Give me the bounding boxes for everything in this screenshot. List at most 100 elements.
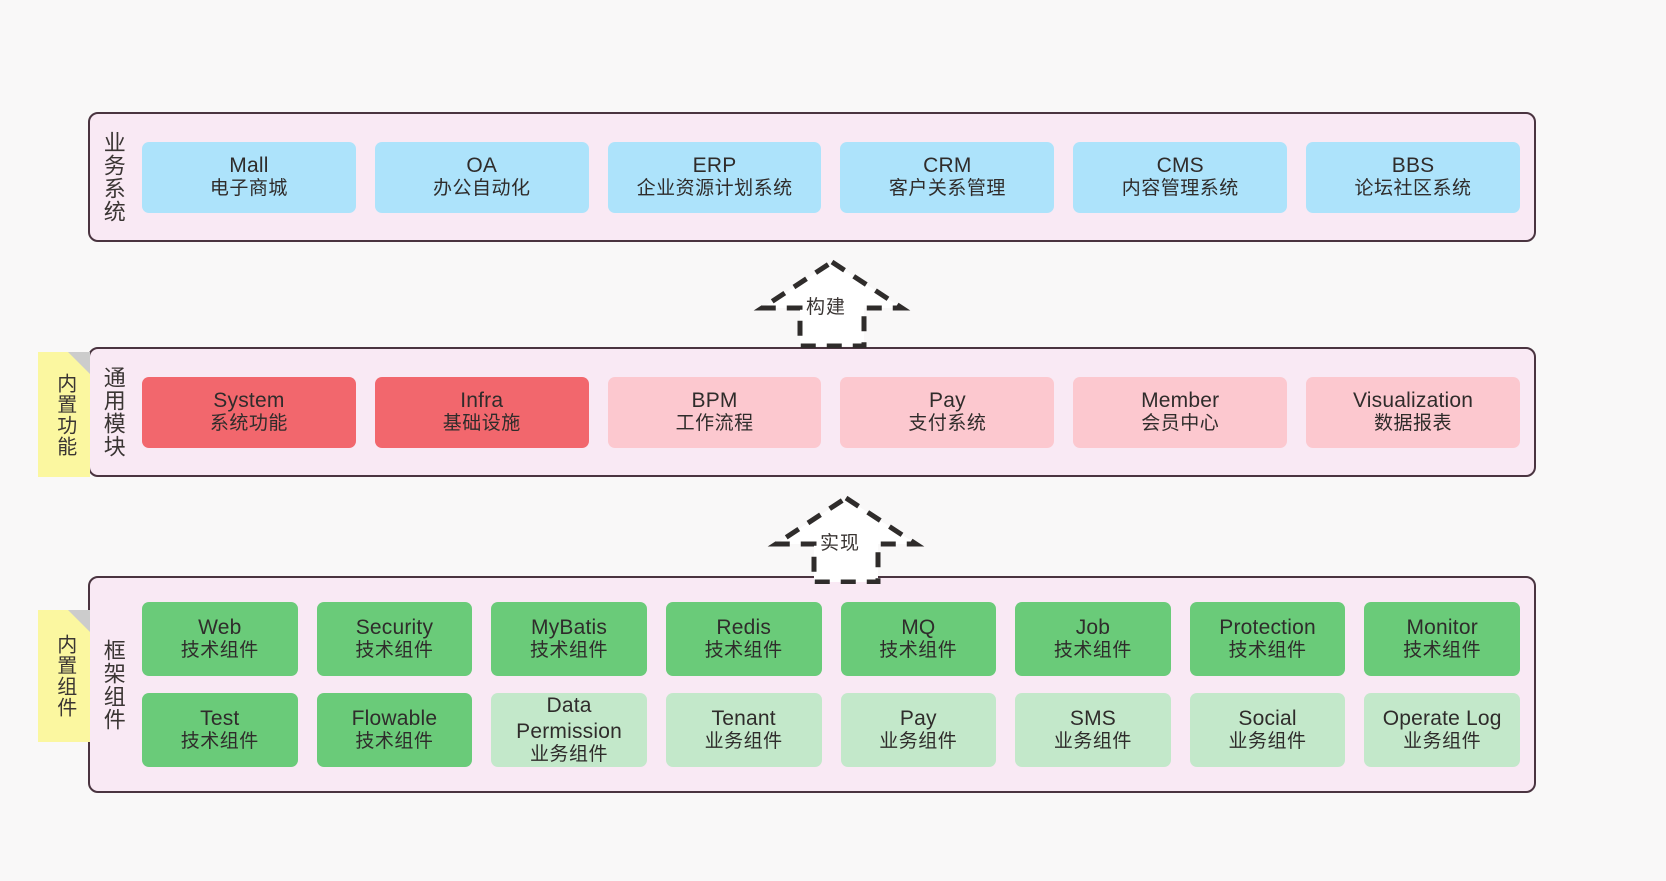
box-title-cn: 支付系统 xyxy=(908,413,987,435)
box-title-cn: 技术组件 xyxy=(879,640,958,662)
box-title-cn: 业务组件 xyxy=(879,731,958,753)
box-title-en: SMS xyxy=(1069,707,1116,730)
build-arrow: 构建 xyxy=(752,256,912,349)
box-title-cn: 技术组件 xyxy=(1403,640,1482,662)
page-fold-icon xyxy=(68,610,90,632)
box-title-cn: 业务组件 xyxy=(1403,731,1482,753)
box-title-en: Data Permission xyxy=(516,694,622,743)
box-title-cn: 技术组件 xyxy=(180,640,259,662)
box-title-cn: 业务组件 xyxy=(1228,731,1307,753)
box-title-cn: 会员中心 xyxy=(1141,413,1220,435)
builtin-function-sticky-label: 内置功能 xyxy=(53,372,76,457)
box-title-cn: 电子商城 xyxy=(209,178,288,200)
box-title-en: Operate Log xyxy=(1382,707,1502,730)
box-title-cn: 论坛社区系统 xyxy=(1354,178,1472,200)
box-title-cn: 数据报表 xyxy=(1374,413,1453,435)
box-title-en: Pay xyxy=(929,389,966,412)
box-title-cn: 技术组件 xyxy=(355,731,434,753)
implement-arrow: 实现 xyxy=(766,492,926,585)
common-module-layer-title: 通用模块 xyxy=(100,366,126,458)
box-title-cn: 技术组件 xyxy=(704,640,783,662)
box-title-cn: 业务组件 xyxy=(704,731,783,753)
builtin-function-sticky-note: 内置功能 xyxy=(38,352,90,477)
box-title-en: Flowable xyxy=(351,707,438,730)
box-title-en: Infra xyxy=(460,389,504,412)
box-title-cn: 业务组件 xyxy=(1053,731,1132,753)
box-title-en: Pay xyxy=(899,707,937,730)
box-title-en: Job xyxy=(1075,616,1111,639)
box-title-en: Test xyxy=(200,707,240,730)
box-title-cn: 技术组件 xyxy=(180,731,259,753)
box-title-cn: 基础设施 xyxy=(442,413,521,435)
box-title-cn: 技术组件 xyxy=(1053,640,1132,662)
business-system-layer-title: 业务系统 xyxy=(100,131,126,223)
framework-component-layer-title: 框架组件 xyxy=(100,638,126,731)
implement-arrow-label: 实现 xyxy=(820,533,861,554)
box-title-en: Security xyxy=(355,616,434,639)
box-title-cn: 企业资源计划系统 xyxy=(636,178,793,200)
box-title-en: BPM xyxy=(691,389,738,412)
box-title-en: MyBatis xyxy=(531,616,608,639)
builtin-component-sticky-note: 内置组件 xyxy=(38,610,90,742)
implement-arrow-shape xyxy=(767,495,925,585)
box-title-en: CMS xyxy=(1156,154,1204,177)
box-title-cn: 业务组件 xyxy=(530,743,609,765)
box-title-en: System xyxy=(213,389,285,412)
box-title-en: CRM xyxy=(923,154,972,177)
builtin-component-sticky-label: 内置组件 xyxy=(53,634,76,718)
box-title-en: BBS xyxy=(1391,154,1435,177)
box-title-cn: 技术组件 xyxy=(530,640,609,662)
box-title-cn: 内容管理系统 xyxy=(1121,178,1239,200)
box-title-cn: 技术组件 xyxy=(1228,640,1307,662)
box-title-en: Member xyxy=(1141,389,1220,412)
box-title-en: Web xyxy=(198,616,242,639)
box-title-en: Visualization xyxy=(1352,389,1474,412)
box-title-en: Tenant xyxy=(711,707,776,730)
build-arrow-label: 构建 xyxy=(806,297,847,318)
box-title-en: Social xyxy=(1238,707,1297,730)
box-title-cn: 技术组件 xyxy=(355,640,434,662)
box-title-en: ERP xyxy=(692,154,737,177)
box-title-en: Mall xyxy=(229,154,269,177)
box-title-cn: 办公自动化 xyxy=(432,178,531,200)
page-fold-icon xyxy=(68,352,90,374)
box-title-en: MQ xyxy=(901,616,936,639)
box-title-en: Monitor xyxy=(1406,616,1478,639)
box-title-cn: 客户关系管理 xyxy=(888,178,1006,200)
